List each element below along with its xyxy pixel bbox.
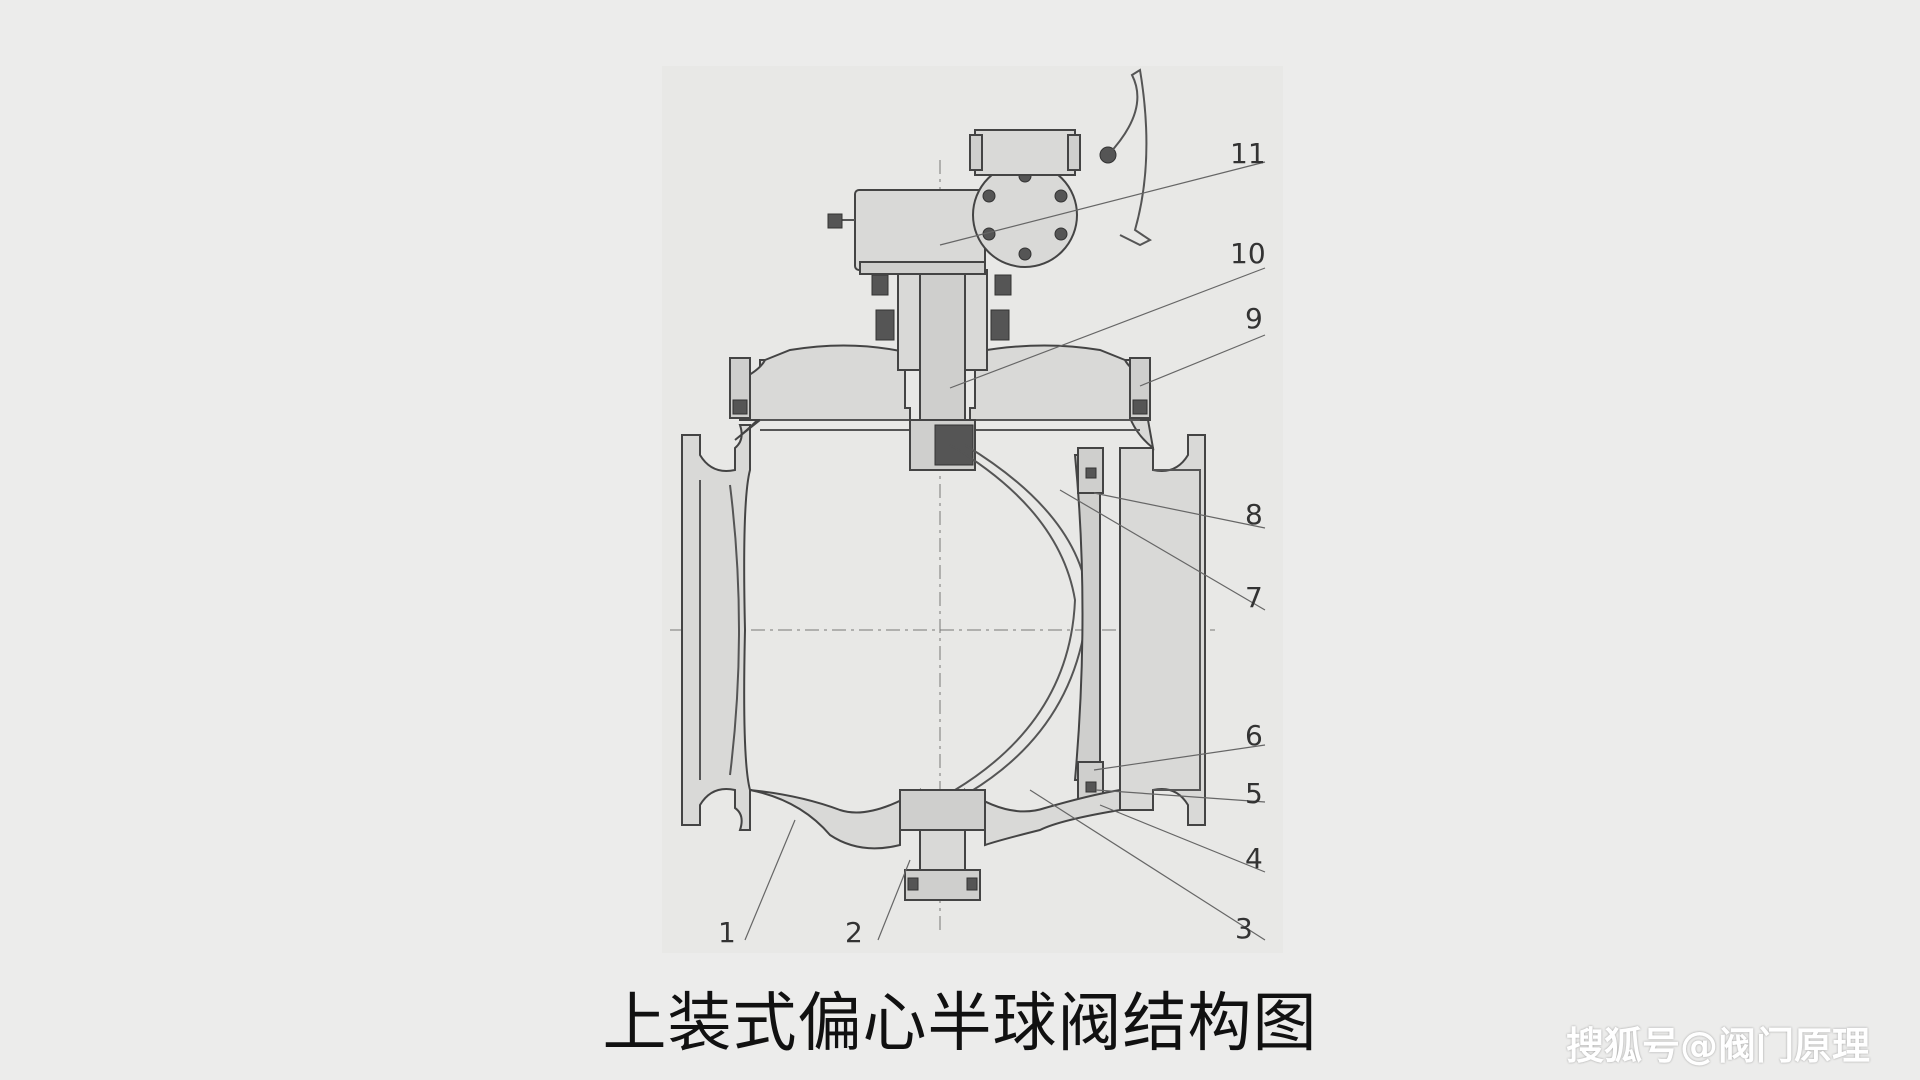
part-label-8: 8 [1245, 498, 1263, 531]
part-label-11: 11 [1230, 137, 1266, 170]
part-label-3: 3 [1235, 912, 1253, 945]
part-label-4: 4 [1245, 842, 1263, 875]
part-label-7: 7 [1245, 581, 1263, 614]
part-label-1: 1 [718, 916, 736, 949]
part-label-6: 6 [1245, 719, 1263, 752]
valve-cross-section-diagram: 11 10 9 8 7 6 5 4 3 1 2 [670, 68, 1266, 949]
part-label-5: 5 [1245, 777, 1263, 810]
part-label-2: 2 [845, 916, 863, 949]
part-label-9: 9 [1245, 302, 1263, 335]
watermark-text: 搜狐号@阀门原理 [1565, 1024, 1870, 1068]
part-label-10: 10 [1230, 237, 1266, 270]
diagram-caption: 上装式偏心半球阀结构图 [602, 987, 1318, 1061]
drawing-panel: 11 10 9 8 7 6 5 4 3 1 2 [662, 66, 1283, 953]
